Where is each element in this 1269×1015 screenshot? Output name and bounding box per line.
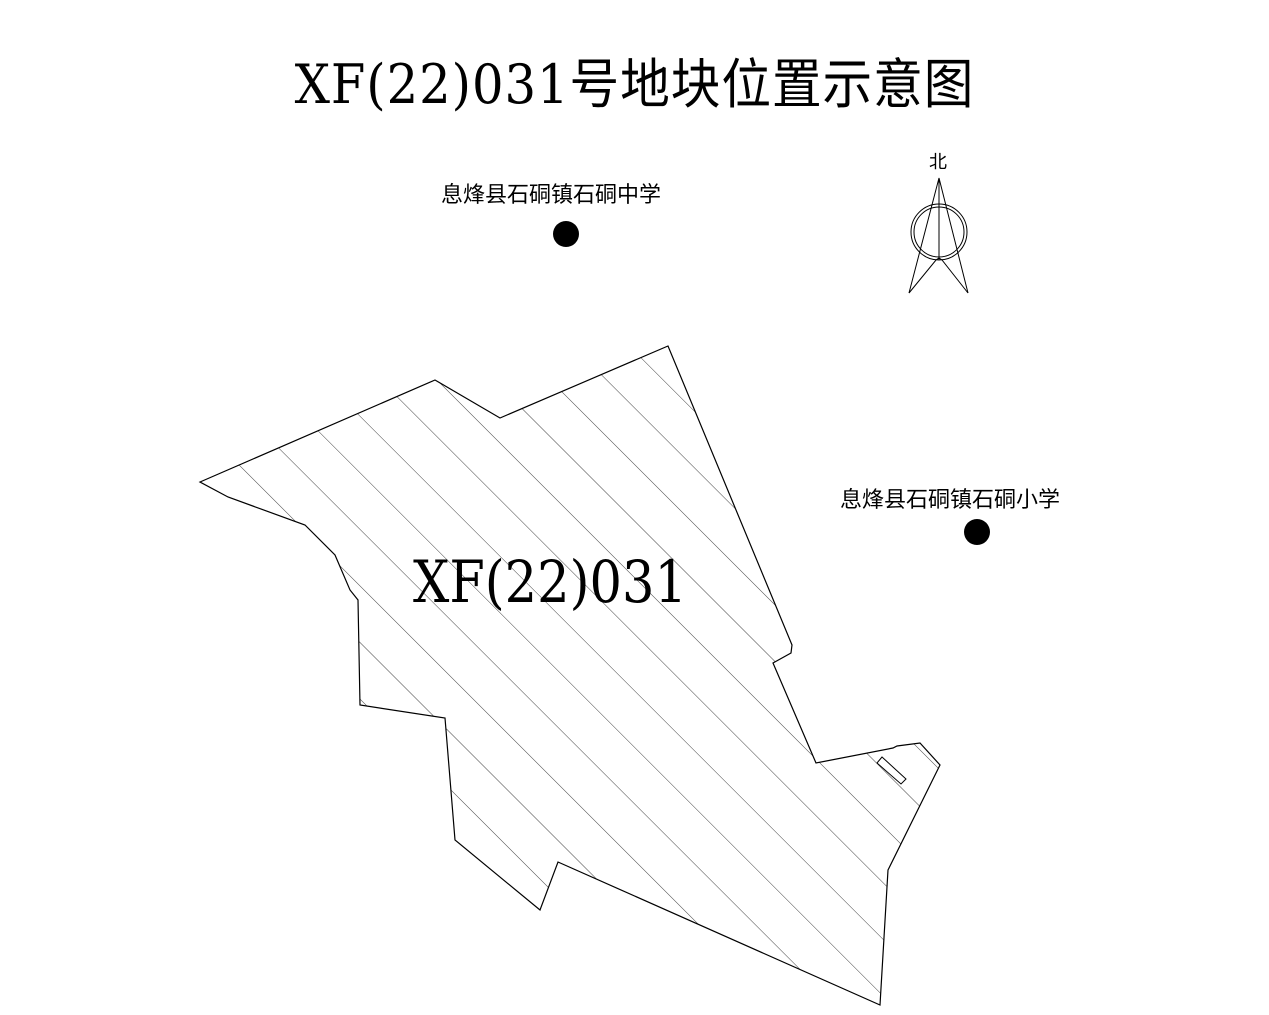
landmark-label-primary-school: 息烽县石硐镇石硐小学 [840, 488, 1061, 513]
boundary-marker [876, 756, 907, 785]
parcel-id-label: XF(22)031 [413, 548, 687, 616]
landmark-label-middle-school: 息烽县石硐镇石硐中学 [441, 183, 662, 208]
landmark-dot-middle-school [553, 221, 579, 247]
landmark-dot-primary-school [964, 519, 990, 545]
north-arrow-icon [908, 177, 969, 294]
parcel-boundary [198, 345, 941, 1006]
north-label: 北 [929, 152, 947, 173]
map-title: XF(22)031号地块位置示意图 [294, 53, 975, 116]
